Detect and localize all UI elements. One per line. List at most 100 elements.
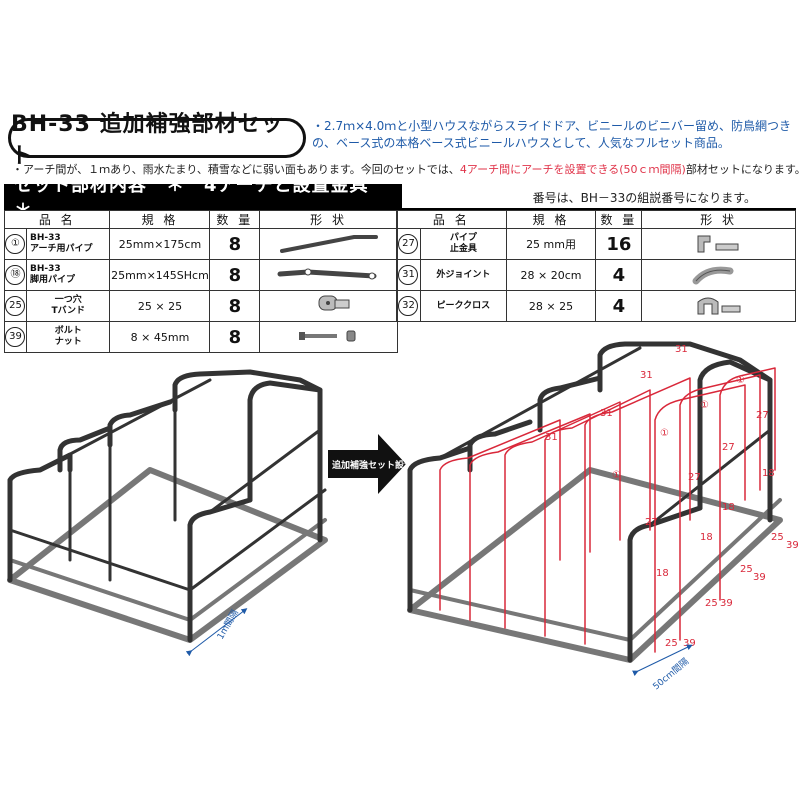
label-27: 27 (756, 410, 769, 421)
col-spec: 規 格 (505, 210, 597, 229)
part-spec: 28 × 25 (505, 290, 597, 322)
part-qty: 16 (595, 228, 643, 260)
part-number: 27 (398, 234, 419, 254)
label-1: ① (736, 375, 745, 386)
part-name-1: パイプ (449, 233, 477, 243)
page-title: BH-33 追加補強部材セット (8, 112, 306, 169)
part-number: 39 (5, 327, 26, 347)
label-25: 25 (665, 638, 678, 649)
label-18: 18 (762, 468, 775, 479)
table-row: 32 ピーククロス 28 × 25 4 (396, 290, 796, 322)
label-39: 39 (720, 598, 733, 609)
part-name-2: ナット (54, 337, 82, 347)
callout-labels: 31 31 31 31 ① ① ① ① 27 27 27 27 18 18 18… (545, 344, 799, 649)
part-name-2: 脚用パイプ (29, 275, 75, 285)
col-spec: 規 格 (109, 210, 211, 229)
greenhouse-diagram: 1m間隔 追加補強セット設置 (7, 341, 799, 692)
note-prefix: ・アーチ間が、１ｍあり、雨水たまり、積雪などに弱い面もあります。今回のセットでは… (12, 163, 460, 176)
part-qty: 8 (209, 321, 261, 353)
section-note: 番号は、BH－33の組説番号になります。 (532, 191, 756, 205)
part-spec: 28 × 20cm (505, 259, 597, 291)
table-row: 39 ボルトナット 8 × 45mm 8 (4, 321, 398, 353)
part-spec: 25 × 25 (109, 290, 211, 322)
section-divider (402, 208, 796, 210)
table-row: 27 パイプ止金具 25 mm用 16 (396, 228, 796, 260)
pipe-clip-icon (641, 228, 796, 260)
part-name-2: Tバンド (51, 306, 86, 316)
label-27: 27 (688, 472, 701, 483)
part-number: ⑱ (5, 265, 26, 285)
part-qty: 8 (209, 290, 261, 322)
label-25: 25 (705, 598, 718, 609)
part-name-2: 止金具 (449, 244, 477, 254)
label-18: 18 (656, 568, 669, 579)
label-39: 39 (753, 572, 766, 583)
col-name: 品 名 (3, 210, 111, 229)
part-name-1: ボルト (54, 326, 82, 336)
part-name-2: アーチ用パイプ (29, 244, 93, 254)
part-name-1: 一つ穴 (54, 295, 82, 305)
part-name-1: 外ジョイント (419, 259, 507, 291)
arch-pipe-icon (259, 228, 398, 260)
col-qty: 数 量 (209, 210, 261, 229)
part-spec: 8 × 45mm (109, 321, 211, 353)
part-qty: 8 (209, 259, 261, 291)
frame-after (407, 341, 783, 663)
label-27: 27 (722, 442, 735, 453)
label-31: 31 (675, 344, 688, 355)
transition-arrow: 追加補強セット設置 (328, 434, 413, 494)
col-shape: 形 状 (641, 210, 796, 229)
col-qty: 数 量 (595, 210, 643, 229)
label-39: 39 (786, 540, 799, 551)
parts-table-right: 品 名 規 格 数 量 形 状 27 パイプ止金具 25 mm用 16 31 外… (396, 210, 796, 322)
part-number: ① (5, 234, 26, 254)
right-dimension: 50cm間隔 (631, 644, 693, 692)
label-31: 31 (545, 432, 558, 443)
added-arches (439, 367, 776, 653)
part-name-1: BH-33 (29, 264, 61, 274)
label-25: 25 (771, 532, 784, 543)
part-qty: 4 (595, 259, 643, 291)
part-number: 31 (398, 265, 419, 285)
peak-cross-icon (641, 290, 796, 322)
part-spec: 25mm×175cm (109, 228, 211, 260)
table-row: 31 外ジョイント 28 × 20cm 4 (396, 259, 796, 291)
label-39: 39 (683, 638, 696, 649)
col-name: 品 名 (396, 210, 507, 229)
table-header-row: 品 名 規 格 数 量 形 状 (3, 210, 398, 229)
part-spec: 25 mm用 (505, 228, 597, 260)
label-1: ① (700, 400, 709, 411)
label-25: 25 (740, 564, 753, 575)
label-31: 31 (600, 408, 613, 419)
label-18: 18 (700, 532, 713, 543)
outer-joint-icon (641, 259, 796, 291)
label-31: 31 (640, 370, 653, 381)
t-band-icon (259, 290, 398, 322)
intro-text: ・2.7ｍ×4.0ｍと小型ハウスながらスライドドア、ビニールのビニバー留め、防鳥… (312, 119, 792, 150)
arch-note: ・アーチ間が、１ｍあり、雨水たまり、積雪などに弱い面もあります。今回のセットでは… (12, 161, 806, 177)
arrow-label: 追加補強セット設置 (332, 459, 413, 471)
note-highlight: 4アーチ間にアーチを設置できる(50ｃｍ間隔) (459, 163, 686, 176)
leg-pipe-icon (259, 259, 398, 291)
part-name-1: ピーククロス (419, 290, 507, 322)
part-qty: 4 (595, 290, 643, 322)
bolt-nut-icon (259, 321, 398, 353)
part-name-1: BH-33 (29, 233, 61, 243)
table-header-row: 品 名 規 格 数 量 形 状 (396, 210, 796, 229)
part-number: 32 (398, 296, 419, 316)
note-suffix: 部材セットになります。 (685, 163, 806, 176)
part-spec: 25mm×145SHcm (109, 259, 211, 291)
part-qty: 8 (209, 228, 261, 260)
col-shape: 形 状 (259, 210, 398, 229)
frame-before (7, 369, 328, 643)
part-number: 25 (5, 296, 26, 316)
label-27: 27 (645, 517, 658, 528)
label-1: ① (660, 428, 669, 439)
section-title: セット部材内容 ＊ 4アーチと設置金具 ＊ (4, 175, 402, 222)
label-18: 18 (722, 502, 735, 513)
label-1: ① (612, 470, 621, 481)
